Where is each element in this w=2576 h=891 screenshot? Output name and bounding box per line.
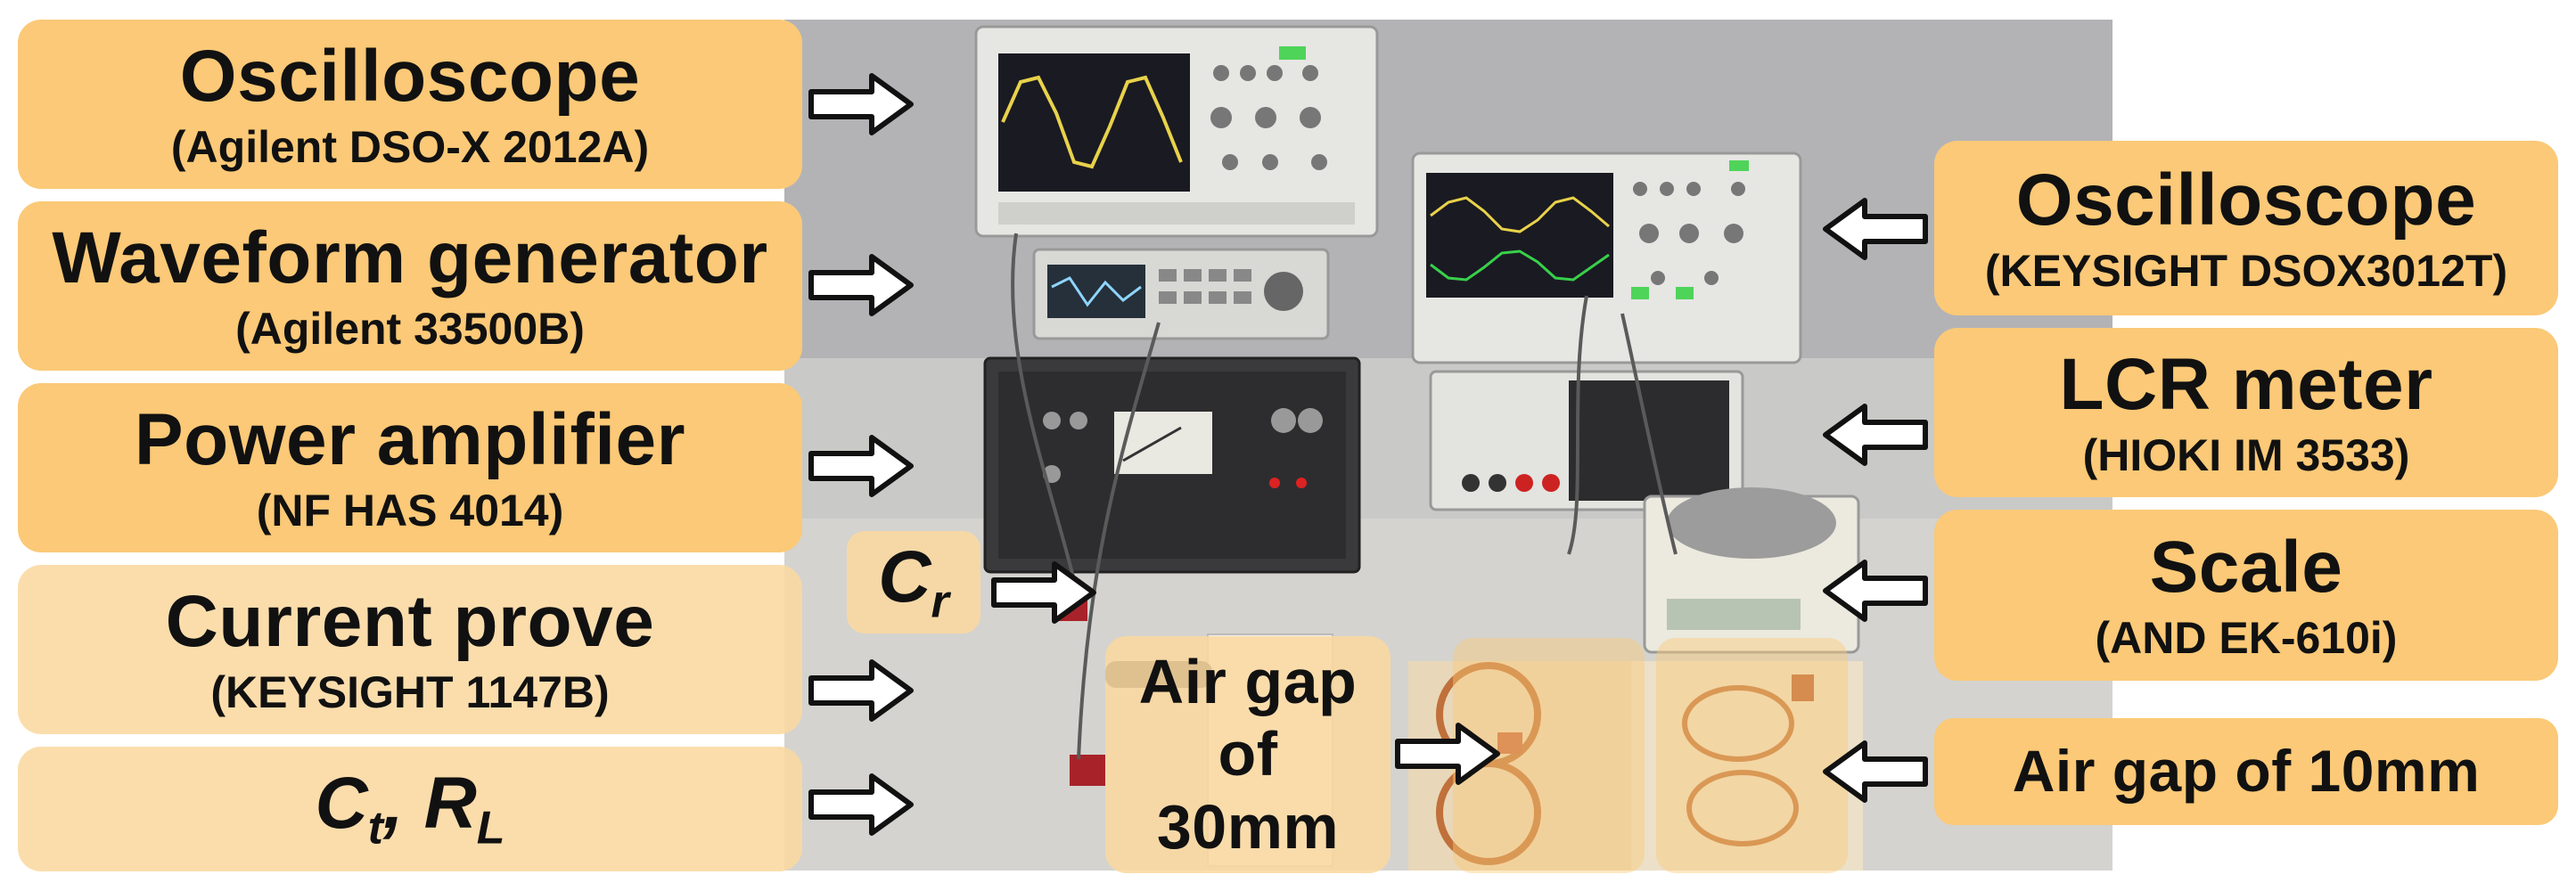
label-subtitle: (HIOKI IM 3533) bbox=[2082, 429, 2410, 480]
air-gap-line-1: Air gap bbox=[1138, 646, 1358, 716]
label-title: Oscilloscope bbox=[179, 35, 641, 117]
label-power-amplifier: Power amplifier (NF HAS 4014) bbox=[18, 383, 802, 552]
arrow-to-current-probe bbox=[811, 662, 911, 719]
lcr-meter-device bbox=[1429, 370, 1744, 511]
arrow-to-lcr-meter bbox=[1825, 406, 1925, 463]
label-title: Power amplifier bbox=[134, 398, 686, 480]
arrow-to-coil-10mm bbox=[1825, 743, 1925, 800]
oscilloscope-2-device bbox=[1411, 151, 1802, 364]
label-scale: Scale (AND EK-610i) bbox=[1934, 510, 2558, 681]
label-ct-rl: Ct, RL bbox=[18, 747, 802, 871]
air-gap-line-2: of bbox=[1218, 719, 1278, 789]
label-subtitle: (KEYSIGHT 1147B) bbox=[210, 666, 610, 717]
label-subtitle: (Agilent DSO-X 2012A) bbox=[170, 121, 650, 172]
label-subtitle: (KEYSIGHT DSOX3012T) bbox=[1984, 245, 2508, 296]
ct-rl-formula: Ct, RL bbox=[315, 763, 505, 854]
highlight-coil-board-10mm bbox=[1656, 638, 1848, 873]
label-subtitle: (NF HAS 4014) bbox=[256, 485, 564, 535]
arrow-to-coil-30mm bbox=[1398, 725, 1497, 782]
label-current-probe: Current prove (KEYSIGHT 1147B) bbox=[18, 565, 802, 734]
label-lcr-meter: LCR meter (HIOKI IM 3533) bbox=[1934, 328, 2558, 497]
label-title: Oscilloscope bbox=[2015, 159, 2477, 241]
air-gap-line-3: 30mm bbox=[1156, 791, 1340, 862]
label-title: Scale bbox=[2149, 526, 2343, 608]
label-oscilloscope-keysight: Oscilloscope (KEYSIGHT DSOX3012T) bbox=[1934, 141, 2558, 315]
label-title: Air gap of 10mm bbox=[2012, 738, 2481, 805]
label-title: Current prove bbox=[165, 580, 655, 662]
arrow-to-waveform-generator bbox=[811, 257, 911, 314]
label-subtitle: (Agilent 33500B) bbox=[235, 303, 585, 354]
label-waveform-generator: Waveform generator (Agilent 33500B) bbox=[18, 201, 802, 371]
arrow-to-ct-rl bbox=[811, 776, 911, 833]
arrow-to-cr bbox=[994, 564, 1094, 621]
capacitor-ct bbox=[1070, 755, 1105, 786]
power-amplifier-device bbox=[983, 356, 1361, 574]
label-title: LCR meter bbox=[2059, 343, 2433, 425]
label-air-gap-10mm: Air gap of 10mm bbox=[1934, 718, 2558, 825]
arrow-to-oscilloscope-2 bbox=[1825, 200, 1925, 257]
label-subtitle: (AND EK-610i) bbox=[2095, 612, 2398, 663]
scale-device bbox=[1643, 487, 1860, 654]
arrow-to-scale bbox=[1825, 562, 1925, 619]
label-cr: Cr bbox=[847, 531, 980, 634]
coil-board-10mm bbox=[1631, 661, 1863, 871]
arrow-to-oscilloscope-1 bbox=[811, 76, 911, 133]
label-oscilloscope-agilent: Oscilloscope (Agilent DSO-X 2012A) bbox=[18, 20, 802, 189]
waveform-generator-device bbox=[1032, 248, 1330, 340]
oscilloscope-1-device bbox=[974, 25, 1379, 238]
label-air-gap-30mm: Air gap of 30mm bbox=[1105, 636, 1391, 873]
label-title: Waveform generator bbox=[52, 217, 768, 298]
cr-formula: Cr bbox=[878, 535, 949, 627]
arrow-to-power-amplifier bbox=[811, 437, 911, 495]
